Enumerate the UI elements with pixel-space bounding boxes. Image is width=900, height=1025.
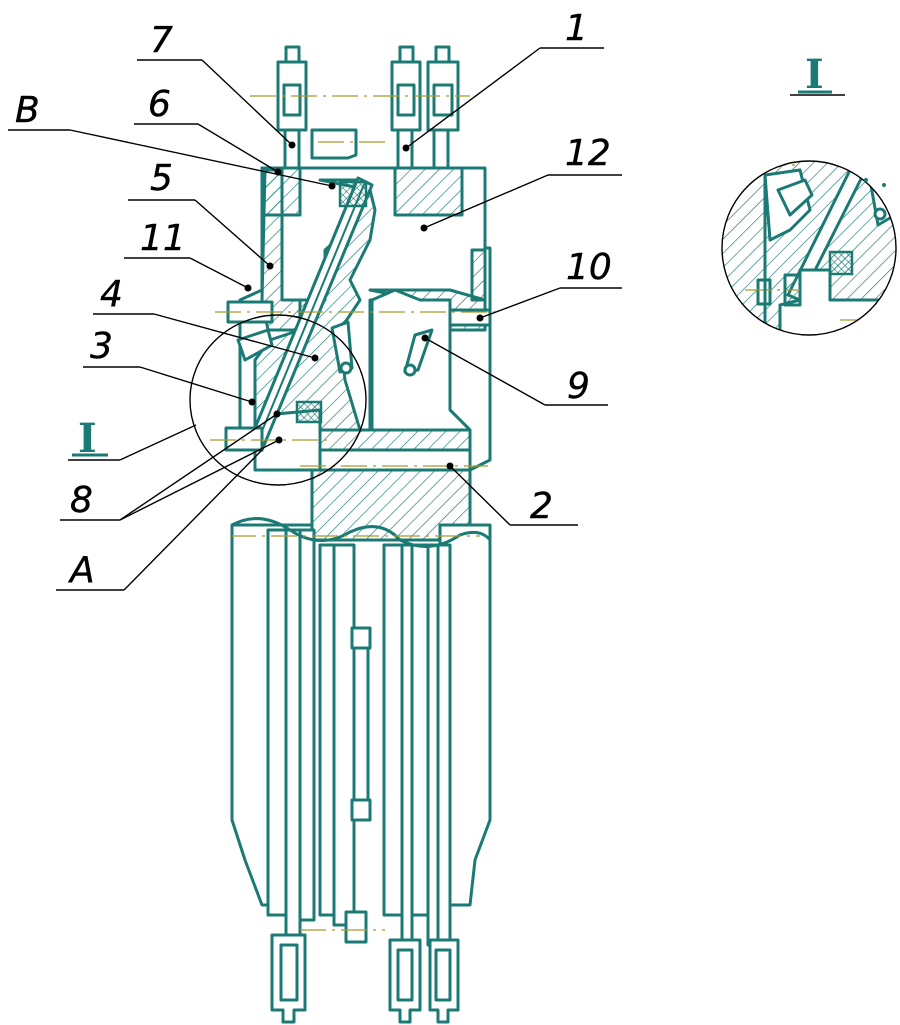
label-10: 10 bbox=[566, 247, 612, 288]
bottom-lugs bbox=[270, 933, 460, 1024]
label-B: B bbox=[15, 90, 40, 131]
hatched-ring bbox=[260, 166, 302, 217]
detail-view bbox=[721, 160, 897, 336]
label-6: 6 bbox=[148, 84, 171, 125]
label-8: 8 bbox=[70, 480, 93, 521]
callouts: 7 6 B 5 11 4 3 I bbox=[8, 8, 845, 591]
hatched-side-bar bbox=[470, 248, 487, 302]
seal-top bbox=[338, 180, 368, 208]
detail-view-circle bbox=[721, 160, 897, 336]
inclined-rod-inner bbox=[254, 181, 366, 449]
label-A: A bbox=[68, 550, 95, 591]
label-5: 5 bbox=[150, 158, 173, 199]
top-lugs bbox=[250, 45, 470, 132]
label-12: 12 bbox=[565, 133, 611, 174]
upper-cap bbox=[310, 128, 358, 160]
detail-circle bbox=[189, 314, 367, 486]
label-detail-I: I bbox=[78, 415, 97, 462]
pawl-left bbox=[236, 328, 274, 362]
seal-mid bbox=[295, 400, 323, 424]
hatched-ring-right bbox=[393, 166, 464, 217]
lower-bolt bbox=[224, 426, 264, 452]
label-2: 2 bbox=[530, 486, 553, 527]
label-9: 9 bbox=[567, 366, 590, 407]
label-1: 1 bbox=[565, 8, 588, 49]
label-3: 3 bbox=[90, 326, 113, 367]
label-detail-view-I: I bbox=[805, 51, 824, 98]
label-7: 7 bbox=[150, 20, 173, 61]
break-line bbox=[231, 517, 492, 548]
main-assembly bbox=[210, 45, 500, 1024]
label-11: 11 bbox=[140, 218, 186, 259]
label-4: 4 bbox=[100, 274, 123, 315]
